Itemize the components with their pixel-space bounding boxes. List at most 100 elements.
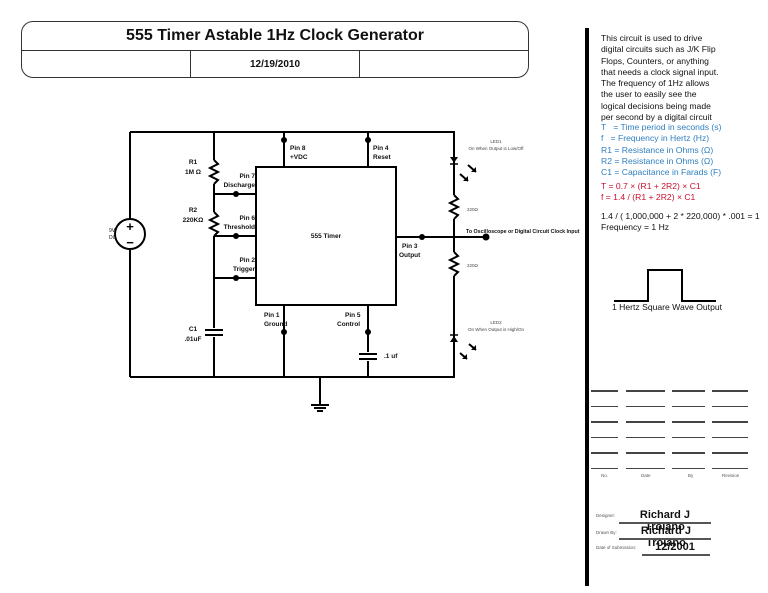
revision-table-line [712,436,748,438]
revision-table-line [591,452,618,454]
revision-table-line [591,390,618,392]
led2-diode-icon [450,336,458,342]
revision-table-line [591,405,618,407]
frequency-calculation: 1.4 / ( 1,000,000 + 2 * 220,000) * .001 … [601,211,760,234]
pin5-name: Pin 5 [345,312,361,319]
description-line: The frequency of 1Hz allows [601,78,710,89]
title-cell-right [359,51,528,78]
source-voltage-label: 9V [109,228,116,234]
submission-date-label: Date of Submission: [596,545,637,550]
revision-table-line [672,436,705,438]
output-destination-label: To Oscilloscope or Digital Circuit Clock… [466,229,580,235]
definition-line: C1 = Capacitance in Farads (F) [601,167,722,178]
revision-table-line [626,452,665,454]
revision-table-line [591,467,618,469]
output-terminal [482,233,490,241]
submission-date: 12/2001 [655,541,695,553]
definition-line: R1 = Resistance in Ohms (Ω) [601,144,714,155]
definition-line: T = Time period in seconds (s) [601,122,722,132]
revision-table-line [712,390,748,392]
drawn-by-label: Drawn By: [596,530,617,535]
led1-resistor-value: 220Ω [467,207,479,212]
pin3-name: Pin 3 [402,243,418,250]
led2-name: LED2 [490,320,502,325]
c1-value: .01uF [185,336,202,343]
designer-name: Richard J Troiano [639,509,691,533]
revision-table-line [626,390,665,392]
square-wave-trace [614,269,716,302]
source-type-label: DC [109,235,117,241]
pin4-function: Reset [373,154,392,161]
r1-name: R1 [189,159,198,166]
schematic: + − 9V DC R1 1M Ω R2 220KΩ C1 .01uF .1 u… [109,131,580,412]
revision-table-line [712,421,748,423]
revision-table-line [626,467,665,469]
description-line: This circuit is used to drive [601,33,703,43]
led1-name: LED1 [490,139,502,144]
square-wave-diagram [614,269,716,302]
pin2-name: Pin 2 [239,257,255,264]
ic-label: 555 Timer [311,233,342,240]
revision-table-line [712,405,748,407]
r2-value: 220KΩ [183,217,204,224]
svg-text:+: + [126,219,134,234]
revision-table-line [672,467,705,469]
svg-text:−: − [126,235,134,250]
revision-header-no: No. [601,473,609,478]
circuit-description: This circuit is used to drive digital ci… [601,33,761,123]
pin8-function: +VDC [290,154,308,161]
led2-description: On When Output is High/On [468,327,525,332]
revision-table-line [712,452,748,454]
revision-header-revision: Revision [722,473,740,478]
description-line: Flops, Counters, or anything [601,55,709,66]
designer-label: Designer: [596,513,616,518]
c2-value: .1 uf [384,353,398,360]
definition-line: f = Frequency in Hertz (Hz) [601,133,710,144]
definition-line: R2 = Resistance in Ohms (Ω) [601,155,714,166]
revision-header-date: Date [641,473,651,478]
formula-frequency: f = 1.4 / (R1 + 2R2) × C1 [601,192,696,203]
formula-period: T = 0.7 × (R1 + 2R2) × C1 [601,181,701,191]
revision-table-line [626,436,665,438]
description-line: per second by a digital circuit [601,112,712,123]
r1-value: 1M Ω [185,169,201,176]
frequency-result: Frequency = 1 Hz [601,222,670,233]
resistor-r1 [207,159,221,185]
revision-table-line [626,421,665,423]
drawing-title: 555 Timer Astable 1Hz Clock Generator [22,22,528,51]
description-line: logical decisions being made [601,100,711,111]
revision-table-line [591,436,618,438]
title-block: 555 Timer Astable 1Hz Clock Generator 12… [21,21,529,78]
led1-description: On When Output is Low/Off [469,146,525,151]
c1-name: C1 [189,326,198,333]
side-panel-divider [585,28,589,586]
drawn-by-name: Richard J Troiano [640,525,692,549]
resistor-led1 [447,194,461,220]
pin1-name: Pin 1 [264,312,280,319]
variable-definitions: T = Time period in seconds (s) f = Frequ… [601,122,721,178]
pin8-name: Pin 8 [290,145,306,152]
pin6-function: Threshold [224,224,255,231]
pin6-name: Pin 6 [239,215,255,222]
revision-table-line [712,467,748,469]
revision-table-line [672,390,705,392]
pin7-name: Pin 7 [239,173,255,180]
led1-diode-icon [450,157,458,163]
battery-source-icon [114,218,146,250]
pin7-function: Discharge [224,182,256,189]
description-line: digital circuits such as J/K Flip [601,44,716,55]
pin5-function: Control [337,321,360,328]
revision-table-line [672,452,705,454]
square-wave-label: 1 Hertz Square Wave Output [612,302,723,312]
pin4-name: Pin 4 [373,145,389,152]
pin3-function: Output [399,252,421,259]
revision-table-line [672,421,705,423]
resistor-r2 [207,211,221,237]
formulas: T = 0.7 × (R1 + 2R2) × C1 f = 1.4 / (R1 … [601,181,701,204]
description-line: that needs a clock signal input. [601,66,719,77]
description-line: the user to easily see the [601,89,697,100]
calculation-line: 1.4 / ( 1,000,000 + 2 * 220,000) * .001 … [601,211,760,221]
pin2-function: Trigger [233,266,256,273]
revision-table-line [626,405,665,407]
pin1-function: Ground [264,321,287,328]
